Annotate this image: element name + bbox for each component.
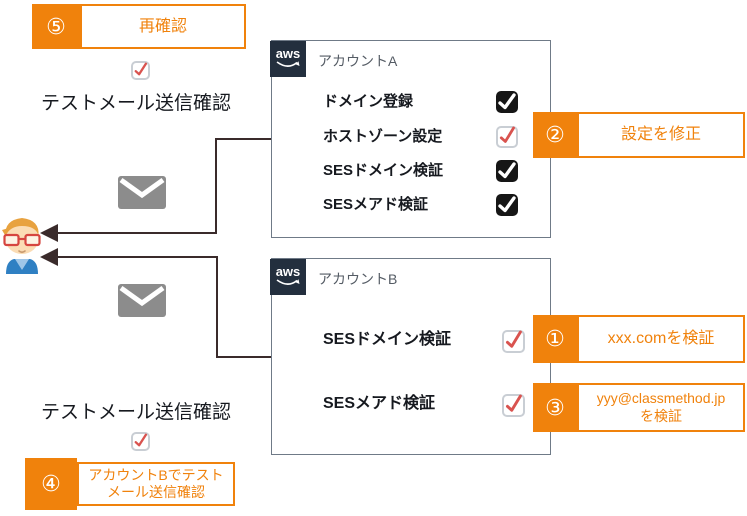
checkbox-test-mail-top[interactable] bbox=[131, 61, 150, 80]
account-item-row: ホストゾーン設定 bbox=[323, 125, 442, 149]
label-test-mail-bottom: テストメール送信確認 bbox=[40, 402, 231, 423]
checkbox-ses-mail-a[interactable] bbox=[496, 194, 518, 216]
step-number-badge: ③ bbox=[533, 383, 577, 432]
envelope-icon bbox=[118, 284, 166, 317]
account-item-label: SESメアド検証 bbox=[323, 395, 436, 412]
account-b-title: アカウントB bbox=[318, 271, 398, 287]
account-item-label: SESメアド検証 bbox=[323, 196, 429, 213]
step-number-badge: ① bbox=[533, 315, 577, 363]
aws-logo-text: aws bbox=[275, 264, 301, 279]
account-item-label: ホストゾーン設定 bbox=[323, 128, 443, 145]
checkbox-domain-register[interactable] bbox=[496, 91, 518, 113]
checkbox-test-mail-bottom[interactable] bbox=[131, 432, 150, 451]
account-b-box: aws アカウントB SESドメイン検証 SESメアド検証 bbox=[270, 258, 551, 455]
account-item-label: SESドメイン検証 bbox=[323, 162, 444, 179]
account-a-box: aws アカウントA ドメイン登録 ホストゾーン設定 SESドメイン検証 SES… bbox=[270, 40, 551, 238]
person-icon bbox=[2, 218, 41, 274]
account-item-row: SESメアド検証 bbox=[323, 392, 435, 416]
aws-smile-icon bbox=[276, 279, 300, 285]
step-number-badge: ④ bbox=[25, 458, 77, 510]
callout-step-4: ④ アカウントBでテスト メール送信確認 bbox=[25, 458, 235, 510]
account-item-row: ドメイン登録 bbox=[323, 90, 413, 114]
callout-step-5: ⑤ 再確認 bbox=[32, 4, 246, 49]
step-number-badge: ② bbox=[533, 112, 577, 158]
callout-step-2: ② 設定を修正 bbox=[533, 112, 745, 158]
callout-step-3: ③ yyy@classmethod.jp を検証 bbox=[533, 383, 745, 432]
callout-label: アカウントBでテスト メール送信確認 bbox=[77, 462, 235, 506]
account-item-row: SESドメイン検証 bbox=[323, 328, 451, 352]
callout-label: xxx.comを検証 bbox=[577, 315, 745, 363]
aws-logo-icon: aws bbox=[270, 41, 306, 77]
checkbox-ses-domain-a[interactable] bbox=[496, 160, 518, 182]
label-test-mail-top: テストメール送信確認 bbox=[40, 93, 231, 114]
callout-label: yyy@classmethod.jp を検証 bbox=[577, 383, 745, 432]
callout-label: 設定を修正 bbox=[577, 112, 745, 158]
envelope-icon bbox=[118, 176, 166, 209]
callout-step-1: ① xxx.comを検証 bbox=[533, 315, 745, 363]
aws-logo-text: aws bbox=[275, 46, 301, 61]
checkbox-ses-domain-b[interactable] bbox=[502, 330, 525, 353]
account-a-title: アカウントA bbox=[318, 53, 398, 69]
step-number-badge: ⑤ bbox=[32, 4, 80, 49]
account-item-row: SESドメイン検証 bbox=[323, 159, 443, 183]
checkbox-ses-mail-b[interactable] bbox=[502, 394, 525, 417]
account-item-label: ドメイン登録 bbox=[323, 93, 414, 110]
account-item-row: SESメアド検証 bbox=[323, 193, 428, 217]
checkbox-hosted-zone[interactable] bbox=[496, 126, 518, 148]
callout-label: 再確認 bbox=[80, 4, 246, 49]
aws-logo-icon: aws bbox=[270, 259, 306, 295]
account-item-label: SESドメイン検証 bbox=[323, 331, 452, 348]
aws-smile-icon bbox=[276, 61, 300, 67]
